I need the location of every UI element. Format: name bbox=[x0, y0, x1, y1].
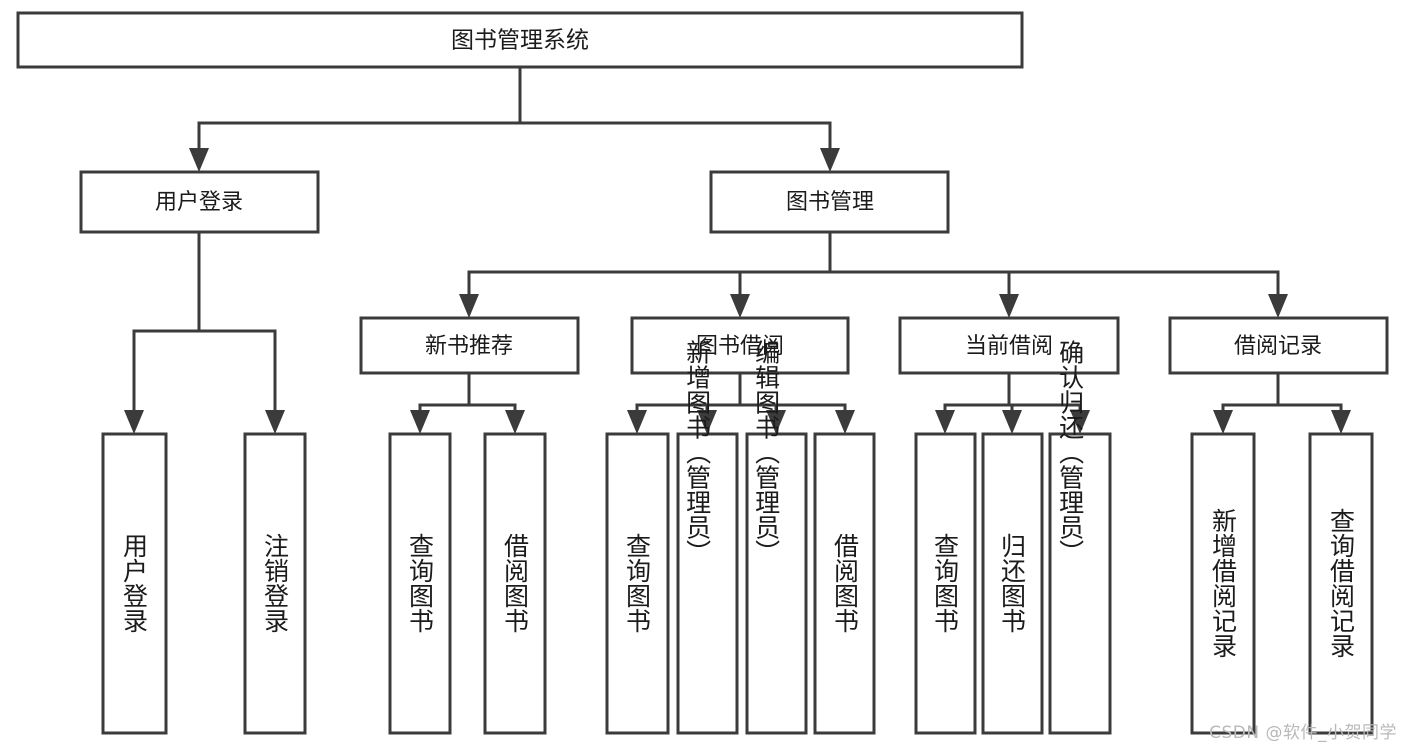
leaf-box[interactable] bbox=[605, 432, 670, 735]
arrow-head-leaf-query-book-3 bbox=[935, 410, 955, 434]
leaf-label: 查询图书 bbox=[406, 533, 435, 633]
leaf-box[interactable] bbox=[483, 432, 547, 735]
arrow-head-leaf-query-book-1 bbox=[410, 410, 430, 434]
leaf-label: 编辑图书（管理员） bbox=[752, 340, 781, 565]
leaf-node-logout[interactable]: 注销登录 bbox=[243, 432, 307, 735]
connector-group-new-book-rec bbox=[410, 371, 525, 434]
leaf-node-confirm-return-admin[interactable]: 确认归还（管理员） bbox=[1048, 340, 1112, 735]
node-borrow-record-box[interactable] bbox=[1168, 316, 1389, 375]
arrow-head-new-book-rec bbox=[459, 294, 479, 318]
node-book-manage[interactable]: 图书管理 bbox=[709, 170, 950, 234]
leaf-node-edit-book-admin[interactable]: 编辑图书（管理员） bbox=[745, 340, 808, 735]
leaf-label: 查询图书 bbox=[931, 533, 960, 633]
connector-group-borrow-record bbox=[1213, 371, 1351, 434]
node-user-login-box[interactable] bbox=[79, 170, 320, 234]
leaf-label: 查询借阅记录 bbox=[1327, 508, 1356, 658]
node-current-borrow[interactable]: 当前借阅 bbox=[898, 316, 1120, 375]
arrow-head-leaf-borrow-book-1 bbox=[505, 410, 525, 434]
leaf-node-borrow-book-rec[interactable]: 借阅图书 bbox=[483, 432, 547, 735]
node-root-label: 图书管理系统 bbox=[451, 28, 589, 54]
leaf-box[interactable] bbox=[676, 432, 739, 735]
connector-group-user-login bbox=[124, 230, 285, 434]
leaf-node-return-book[interactable]: 归还图书 bbox=[981, 432, 1044, 735]
leaf-node-add-book-admin[interactable]: 新增图书（管理员） bbox=[676, 340, 739, 735]
node-book-borrow-label: 图书借阅 bbox=[696, 334, 784, 359]
arrow-head-leaf-add-record bbox=[1213, 410, 1233, 434]
node-borrow-record-label: 借阅记录 bbox=[1234, 334, 1322, 359]
leaf-label: 借阅图书 bbox=[501, 533, 530, 633]
arrow-head-user-login bbox=[189, 148, 209, 172]
leaf-label: 查询图书 bbox=[623, 533, 652, 633]
leaf-label: 用户登录 bbox=[120, 533, 149, 633]
arrow-head-leaf-logout bbox=[265, 410, 285, 434]
node-new-book-rec-label: 新书推荐 bbox=[425, 334, 513, 359]
arrow-head-leaf-query-book-2 bbox=[627, 410, 647, 434]
connector-group-book-borrow bbox=[627, 371, 855, 434]
node-current-borrow-label: 当前借阅 bbox=[965, 334, 1053, 359]
leaf-box[interactable] bbox=[981, 432, 1044, 735]
node-root-box[interactable] bbox=[16, 11, 1024, 69]
leaf-box[interactable] bbox=[914, 432, 977, 735]
node-book-manage-label: 图书管理 bbox=[786, 190, 874, 215]
leaf-node-add-borrow-record[interactable]: 新增借阅记录 bbox=[1190, 432, 1256, 735]
node-user-login-label: 用户登录 bbox=[155, 190, 243, 215]
leaf-box[interactable] bbox=[101, 432, 168, 735]
leaf-label: 归还图书 bbox=[998, 533, 1027, 633]
arrow-head-leaf-user-login bbox=[124, 410, 144, 434]
node-borrow-record[interactable]: 借阅记录 bbox=[1168, 316, 1389, 375]
leaf-node-user-login[interactable]: 用户登录 bbox=[101, 432, 168, 735]
connector-group-current-borrow bbox=[935, 371, 1090, 434]
arrow-head-book-borrow bbox=[730, 294, 750, 318]
leaf-box[interactable] bbox=[1190, 432, 1256, 735]
node-new-book-rec-box[interactable] bbox=[359, 316, 580, 375]
leaf-box[interactable] bbox=[1048, 432, 1112, 735]
leaf-label: 注销登录 bbox=[261, 533, 290, 633]
leaf-label: 新增图书（管理员） bbox=[683, 340, 712, 565]
leaf-node-query-book-borrow[interactable]: 查询图书 bbox=[605, 432, 670, 735]
arrow-head-leaf-add-book bbox=[697, 410, 717, 434]
leaf-label: 确认归还（管理员） bbox=[1056, 340, 1085, 565]
leaf-node-query-borrow-record[interactable]: 查询借阅记录 bbox=[1308, 432, 1374, 735]
node-root[interactable]: 图书管理系统 bbox=[16, 11, 1024, 69]
arrow-head-book-manage bbox=[820, 148, 840, 172]
node-book-borrow-box[interactable] bbox=[630, 316, 850, 375]
leaf-box[interactable] bbox=[813, 432, 876, 735]
node-book-borrow[interactable]: 图书借阅 bbox=[630, 316, 850, 375]
leaf-label: 借阅图书 bbox=[831, 533, 860, 633]
leaf-node-borrow-book[interactable]: 借阅图书 bbox=[813, 432, 876, 735]
connector-group-book-manage bbox=[459, 230, 1288, 318]
leaf-label: 新增借阅记录 bbox=[1209, 508, 1238, 658]
node-current-borrow-box[interactable] bbox=[898, 316, 1120, 375]
arrow-head-current-borrow bbox=[999, 294, 1019, 318]
connector-group-root bbox=[189, 65, 840, 172]
arrow-head-leaf-return-book bbox=[1002, 410, 1022, 434]
node-user-login[interactable]: 用户登录 bbox=[79, 170, 320, 234]
leaf-box[interactable] bbox=[1308, 432, 1374, 735]
arrow-head-borrow-record bbox=[1268, 294, 1288, 318]
arrow-head-leaf-borrow-book-2 bbox=[835, 410, 855, 434]
arrow-head-leaf-confirm-return bbox=[1070, 410, 1090, 434]
leaf-node-query-book-current[interactable]: 查询图书 bbox=[914, 432, 977, 735]
leaf-node-query-book-rec[interactable]: 查询图书 bbox=[388, 432, 452, 735]
node-new-book-rec[interactable]: 新书推荐 bbox=[359, 316, 580, 375]
leaf-box[interactable] bbox=[388, 432, 452, 735]
arrow-head-leaf-query-record bbox=[1331, 410, 1351, 434]
arrow-head-leaf-edit-book bbox=[766, 410, 786, 434]
leaf-box[interactable] bbox=[745, 432, 808, 735]
node-book-manage-box[interactable] bbox=[709, 170, 950, 234]
leaf-box[interactable] bbox=[243, 432, 307, 735]
